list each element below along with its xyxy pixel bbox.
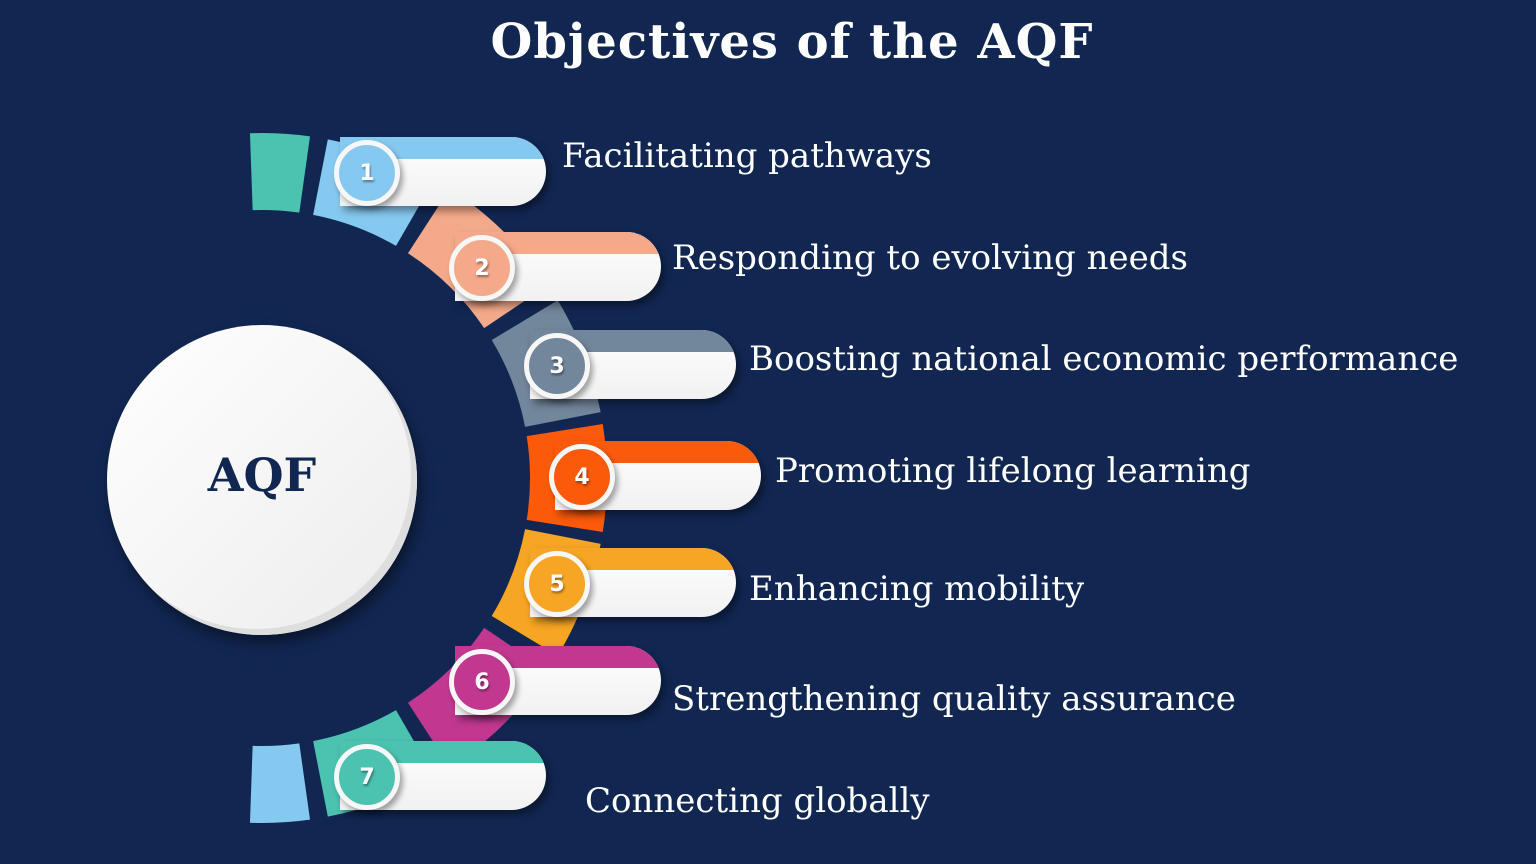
arc-end-cap-top (249, 133, 311, 213)
objective-label: Promoting lifelong learning (775, 451, 1251, 491)
hub-circle: AQF (107, 325, 417, 635)
number-badge: 7 (334, 744, 400, 810)
objective-label: Facilitating pathways (562, 136, 932, 176)
number-badge: 1 (334, 140, 400, 206)
objective-label: Responding to evolving needs (672, 238, 1188, 278)
objective-label: Connecting globally (585, 781, 930, 821)
page-title: Objectives of the AQF (490, 14, 1094, 70)
number-badge: 3 (524, 333, 590, 399)
arc-end-cap-bottom (249, 743, 311, 823)
number-badge: 2 (449, 235, 515, 301)
objective-label: Enhancing mobility (749, 569, 1085, 609)
objective-label: Boosting national economic performance (749, 339, 1459, 379)
number-badge: 6 (449, 649, 515, 715)
objective-label: Strengthening quality assurance (672, 679, 1236, 719)
number-badge: 5 (524, 551, 590, 617)
number-badge: 4 (549, 444, 615, 510)
hub-label: AQF (207, 448, 317, 502)
